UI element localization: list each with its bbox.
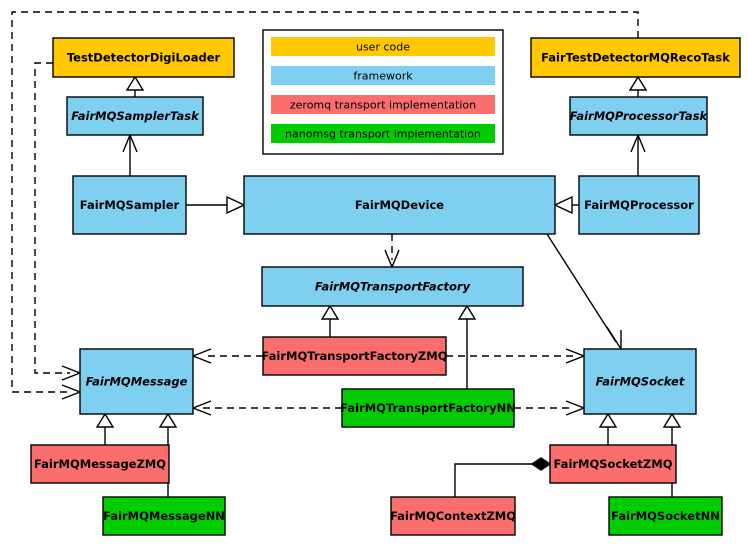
class-label-TestDetectorDigiLoader: TestDetectorDigiLoader [67,51,221,65]
class-label-FairMQSampler: FairMQSampler [80,198,180,212]
class-node-FairMQDevice[interactable]: FairMQDevice [243,175,556,235]
class-label-FairMQSocketNN: FairMQSocketNN [611,509,720,523]
arrowhead-socketnn-to-socket [662,412,682,428]
class-box-TestDetectorDigiLoader[interactable] [52,37,235,78]
class-node-FairMQProcessorTask[interactable]: FairMQProcessorTask [569,96,709,136]
class-label-FairMQSocket: FairMQSocket [596,375,685,389]
edge-socketzmq-to-contextzmq [454,463,533,497]
class-label-FairMQTransportFactoryNN: FairMQTransportFactoryNN [340,401,516,415]
class-box-FairMQTransportFactoryZMQ[interactable] [262,336,447,376]
legend-swatch-framework [271,66,495,85]
class-node-FairMQProcessor[interactable]: FairMQProcessor [578,175,700,235]
arrowhead-samplertask-to-digiloader [125,75,145,91]
arrowhead-messagezmq-to-message [95,412,115,428]
class-node-FairTestDetectorMQRecoTask[interactable]: FairTestDetectorMQRecoTask [530,37,741,78]
class-label-FairMQDevice: FairMQDevice [355,198,444,212]
class-box-FairMQMessageZMQ[interactable] [30,444,170,484]
class-box-FairMQSamplerTask[interactable] [66,96,204,136]
class-box-FairMQDevice[interactable] [243,175,556,235]
class-node-FairMQTransportFactoryZMQ[interactable]: FairMQTransportFactoryZMQ [261,336,448,376]
arrowhead-tfzmq-to-transportfactory [320,304,340,320]
arrowhead-tfnn-to-transportfactory [457,304,477,320]
class-nodes: TestDetectorDigiLoaderFairMQSamplerTaskF… [30,37,741,536]
legend-label-nanomsg: nanomsg transport implementation [285,128,481,141]
edge-digiloader-to-message [34,62,70,374]
class-label-FairMQProcessor: FairMQProcessor [584,198,694,212]
class-label-FairMQSocketZMQ: FairMQSocketZMQ [554,457,673,471]
class-label-FairMQSamplerTask: FairMQSamplerTask [71,109,200,123]
diamond-socketzmq-composition [530,457,552,471]
class-label-FairMQMessageNN: FairMQMessageNN [103,509,225,523]
class-label-FairMQMessage: FairMQMessage [86,375,188,389]
class-node-TestDetectorDigiLoader[interactable]: TestDetectorDigiLoader [52,37,235,78]
arrowhead-processortask-to-recotask [628,75,648,91]
legend: user code framework zeromq transport imp… [262,29,504,155]
class-box-FairMQTransportFactory[interactable] [261,266,524,307]
class-box-FairMQMessage[interactable] [79,348,194,415]
arrowhead-sampler-to-device [226,195,246,215]
class-label-FairMQTransportFactoryZMQ: FairMQTransportFactoryZMQ [261,349,447,363]
legend-swatch-user-code [271,37,495,56]
arrowhead-digiloader-to-message [61,365,82,381]
legend-label-zeromq: zeromq transport implementation [290,99,476,112]
class-node-FairMQSampler[interactable]: FairMQSampler [72,175,187,235]
class-box-FairMQContextZMQ[interactable] [390,496,516,536]
legend-swatch-zeromq [271,95,495,114]
class-box-FairMQProcessorTask[interactable] [569,96,708,136]
class-box-FairTestDetectorMQRecoTask[interactable] [530,37,741,78]
class-label-FairMQMessageZMQ: FairMQMessageZMQ [34,457,166,471]
class-node-FairMQSocketNN[interactable]: FairMQSocketNN [608,496,723,536]
class-box-FairMQProcessor[interactable] [578,175,700,235]
class-label-FairTestDetectorMQRecoTask: FairTestDetectorMQRecoTask [541,51,730,65]
class-box-FairMQMessageNN[interactable] [102,496,226,536]
arrowhead-messagenn-to-message [158,412,178,428]
class-box-FairMQTransportFactoryNN[interactable] [341,388,515,428]
class-node-FairMQMessageNN[interactable]: FairMQMessageNN [102,496,226,536]
arrowhead-socketzmq-to-socket [598,412,618,428]
edge-device-to-socket [546,233,617,343]
class-box-FairMQSocketNN[interactable] [608,496,723,536]
class-node-FairMQSocketZMQ[interactable]: FairMQSocketZMQ [549,444,677,484]
class-box-FairMQSocket[interactable] [583,348,697,415]
class-node-FairMQSamplerTask[interactable]: FairMQSamplerTask [66,96,204,136]
class-node-FairMQMessage[interactable]: FairMQMessage [79,348,194,415]
class-node-FairMQTransportFactoryNN[interactable]: FairMQTransportFactoryNN [340,388,516,428]
class-node-FairMQMessageZMQ[interactable]: FairMQMessageZMQ [30,444,170,484]
class-node-FairMQSocket[interactable]: FairMQSocket [583,348,697,415]
legend-label-framework: framework [353,70,413,83]
legend-label-user-code: user code [356,41,410,54]
class-label-FairMQContextZMQ: FairMQContextZMQ [390,509,516,523]
class-node-FairMQContextZMQ[interactable]: FairMQContextZMQ [390,496,516,536]
edge-recotask-to-message [11,11,639,393]
arrowhead-device-to-socket [606,326,622,352]
arrowhead-processor-to-device [553,195,573,215]
class-node-FairMQTransportFactory[interactable]: FairMQTransportFactory [261,266,524,307]
class-label-FairMQProcessorTask: FairMQProcessorTask [570,109,709,123]
legend-swatch-nanomsg [271,124,495,143]
class-box-FairMQSocketZMQ[interactable] [549,444,677,484]
class-box-FairMQSampler[interactable] [72,175,187,235]
class-label-FairMQTransportFactory: FairMQTransportFactory [315,280,471,294]
